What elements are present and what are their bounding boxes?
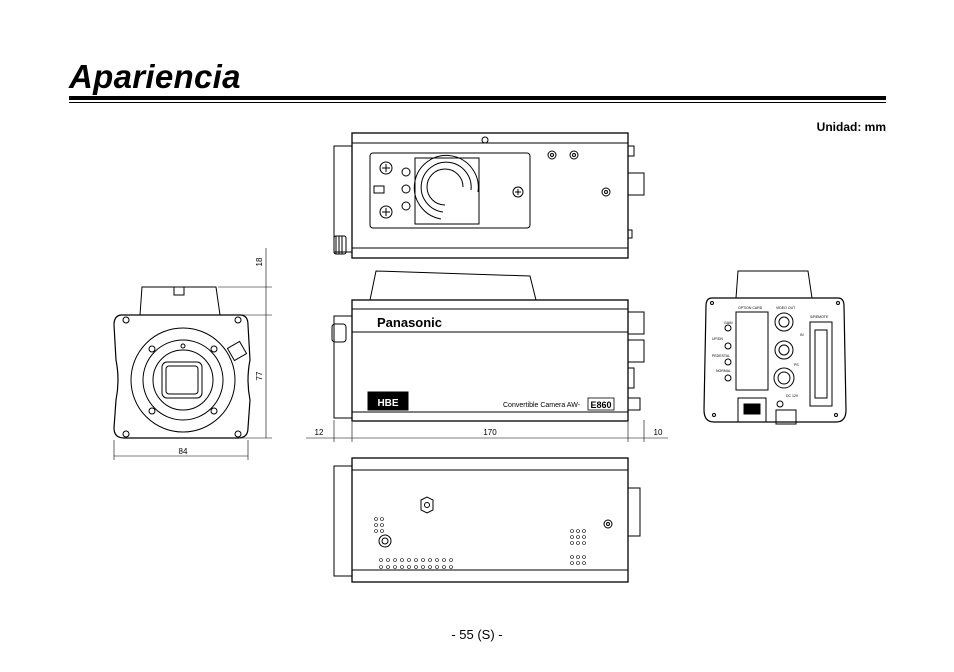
model-number: E860 (590, 400, 611, 410)
dim-top-height: 18 (255, 257, 264, 266)
rear-label-in: IN (800, 333, 804, 337)
rear-label-dc-in: DC 12V (786, 394, 799, 398)
side-view (331, 270, 645, 422)
rear-view (703, 270, 847, 425)
front-view (113, 286, 251, 439)
bottom-view (333, 457, 641, 583)
dim-body-length: 170 (483, 428, 497, 437)
series-logo: HBE (377, 398, 398, 409)
dimension-lines (113, 248, 668, 460)
bottom-vent-holes (374, 517, 586, 569)
rear-label-updn: UP/DN (712, 337, 723, 341)
rear-label-ps: PS (794, 363, 799, 367)
brand-logo: Panasonic (377, 315, 442, 330)
dim-lens-depth: 12 (315, 428, 324, 437)
page-number: - 55 (S) - (451, 627, 503, 642)
rear-label-video-out: VIDEO OUT (776, 306, 796, 310)
dim-rear-depth: 10 (654, 428, 663, 437)
rear-label-remote: S/REMOTE (810, 315, 829, 319)
rear-label-normal: NORMAL (716, 369, 731, 373)
title-rule (69, 96, 886, 100)
title-rule-thin (69, 102, 886, 103)
rear-label-pedestal: PEDESTAL (712, 354, 730, 358)
dim-front-width: 84 (179, 447, 188, 456)
rear-label-option-card: OPTION CARD (738, 306, 763, 310)
dim-front-height: 77 (255, 371, 264, 380)
page-title: Apariencia (69, 58, 241, 95)
model-text: Convertible Camera AW- (503, 402, 581, 409)
unit-label: Unidad: mm (816, 120, 886, 134)
top-view (333, 132, 645, 259)
rear-label-gain: GAIN (724, 321, 733, 325)
